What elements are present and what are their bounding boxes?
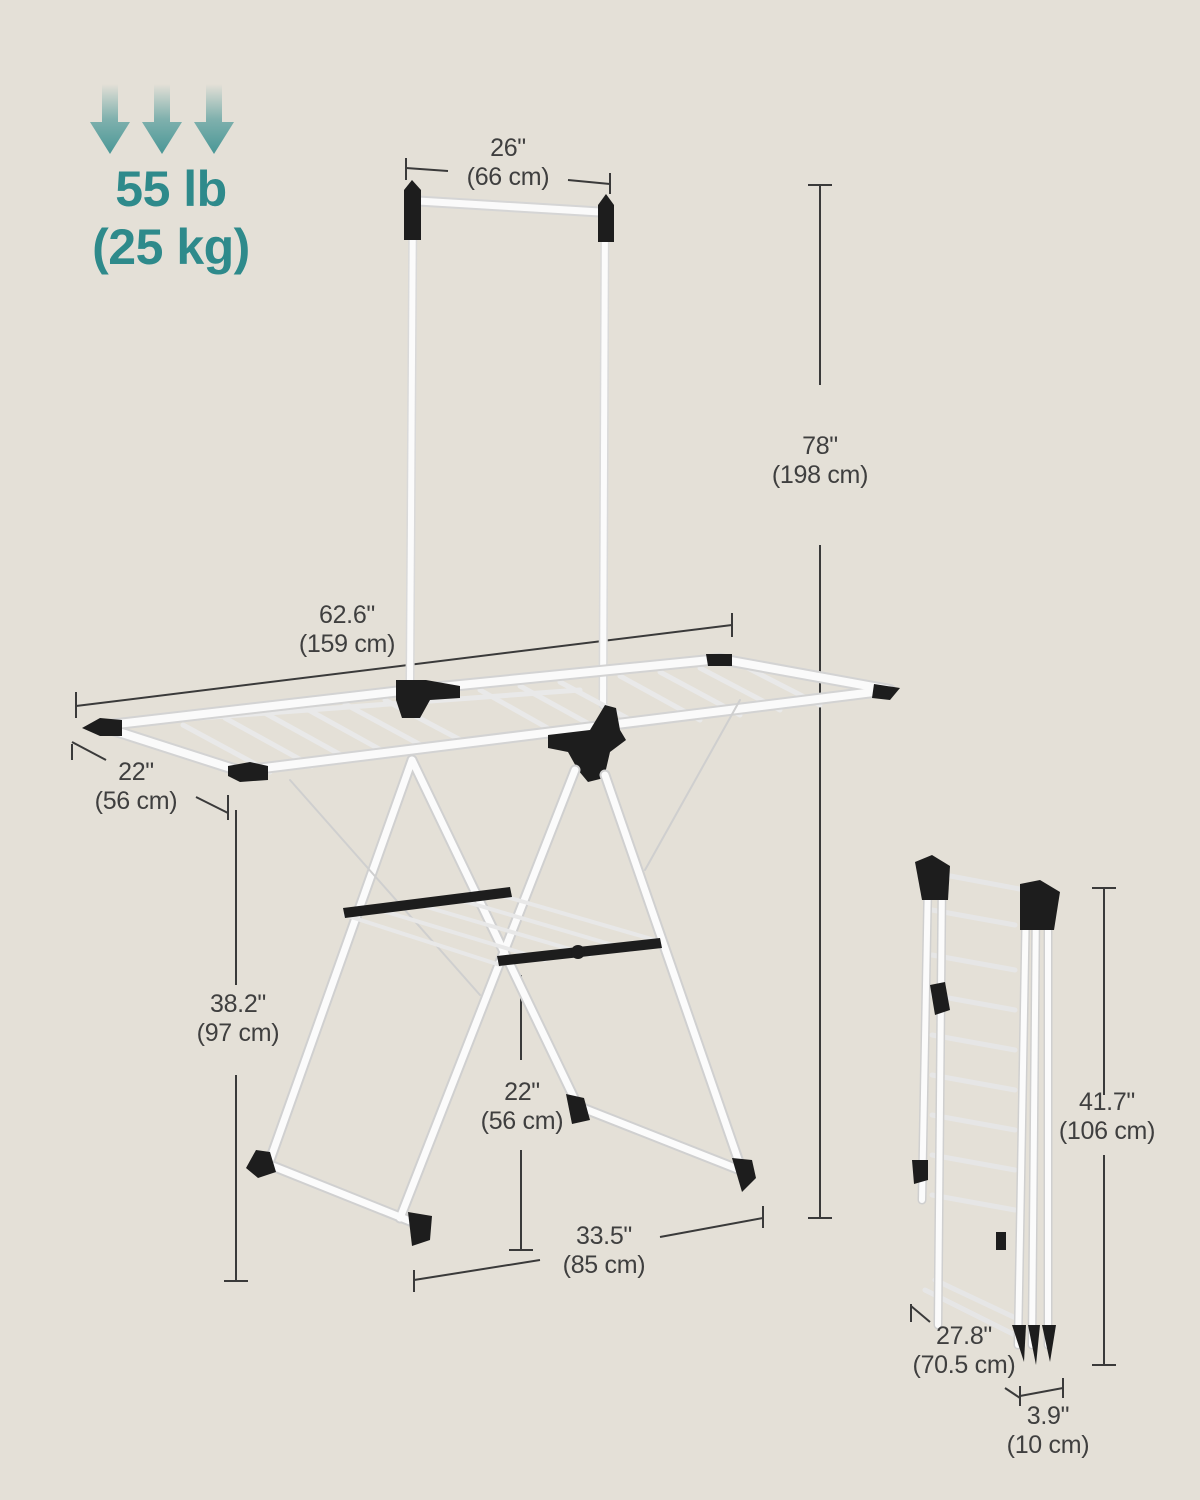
dim-folded-thickness: 3.9" (10 cm) — [1006, 1402, 1090, 1459]
load-capacity: 55 lb (25 kg) — [66, 160, 276, 276]
dim-top-bar-width: 26" (66 cm) — [466, 134, 550, 191]
dim-wing-depth: 22" (56 cm) — [94, 758, 178, 815]
main-rack — [82, 180, 900, 1246]
load-capacity-metric: (25 kg) — [92, 219, 250, 275]
folded-rack — [912, 855, 1060, 1365]
dim-wing-height: 38.2" (97 cm) — [196, 990, 280, 1047]
dim-folded-height: 41.7" (106 cm) — [1058, 1088, 1156, 1145]
load-capacity-imperial: 55 lb — [115, 161, 227, 217]
down-arrows-icon — [90, 84, 234, 154]
dim-base-depth: 22" (56 cm) — [480, 1078, 564, 1135]
dimension-lines — [71, 158, 1116, 1406]
dim-wing-length: 62.6" (159 cm) — [298, 601, 396, 658]
dim-base-width: 33.5" (85 cm) — [562, 1222, 646, 1279]
dim-folded-width: 27.8" (70.5 cm) — [912, 1322, 1016, 1379]
dim-total-height: 78" (198 cm) — [771, 432, 869, 489]
